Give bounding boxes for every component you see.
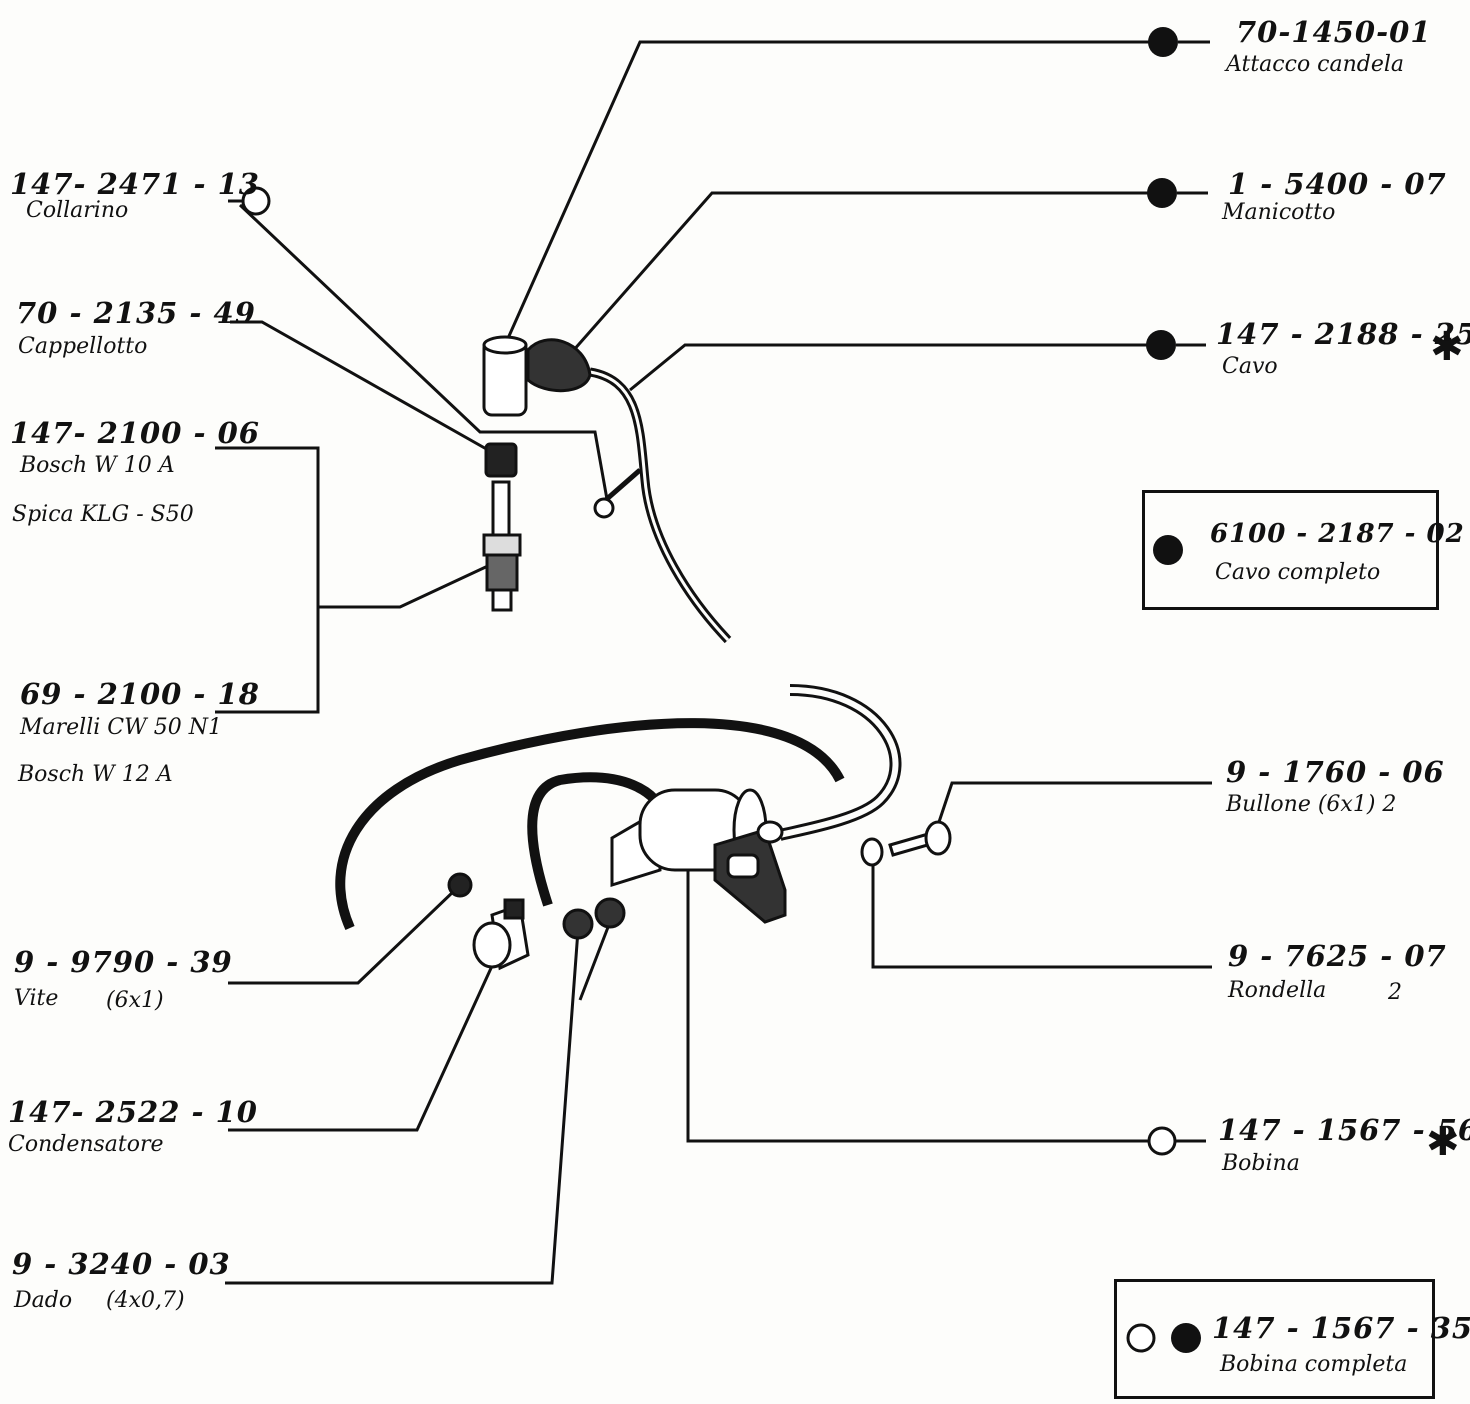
ignition-coil-assembly: [335, 684, 952, 971]
name-bobina-completa: Bobina completa: [1220, 1352, 1408, 1377]
asterisk-cavo: ✱: [1430, 324, 1464, 370]
condenser: [472, 921, 512, 969]
leader-condensatore: [228, 965, 494, 1132]
name-cavo: Cavo: [1222, 354, 1278, 379]
hv-cable-assembly: [482, 335, 732, 644]
box-bobina-completa: [1114, 1279, 1435, 1399]
name-candela-bosch: Bosch W 10 A: [20, 453, 175, 478]
leader-rondella: [871, 858, 1212, 969]
code-manicotto: 1 - 5400 - 07: [1228, 167, 1447, 201]
alt-candela-spica: Spica KLG - S50: [12, 502, 194, 527]
code-vite: 9 - 9790 - 39: [14, 945, 233, 979]
name-vite: Vite: [14, 986, 59, 1011]
leader-attacco-candela: [503, 40, 1152, 346]
sleeve: [526, 338, 592, 393]
code-rondella: 9 - 7625 - 07: [1228, 939, 1447, 973]
leader-dado: [225, 929, 580, 1285]
name-collarino: Collarino: [26, 198, 129, 223]
name-dado: Dado: [14, 1288, 73, 1313]
box-marker-solid-cavo: [1153, 535, 1183, 565]
code-bullone: 9 - 1760 - 06: [1226, 755, 1445, 789]
asterisk-bobina: ✱: [1426, 1119, 1460, 1165]
leader-cappellotto: [230, 320, 498, 457]
qty-rondella: 2: [1388, 980, 1402, 1005]
spec-vite: (6x1): [106, 988, 164, 1013]
washer: [860, 837, 884, 867]
leader-cavo: [629, 343, 1148, 392]
leader-bullone: [935, 781, 1212, 829]
leader-dado-2: [578, 921, 612, 1001]
leader-vite: [228, 888, 457, 985]
alt-candela-bosch-w12a: Bosch W 12 A: [18, 762, 173, 787]
name-bobina: Bobina: [1222, 1151, 1300, 1176]
name-condensatore: Condensatore: [8, 1132, 164, 1157]
box-cavo-completo: [1142, 490, 1439, 610]
name-attacco-candela: Attacco candela: [1226, 52, 1405, 77]
box-marker-open-bobina: [1126, 1323, 1156, 1353]
code-bobina-completa: 147 - 1567 - 35: [1212, 1311, 1470, 1345]
name-rondella: Rondella: [1228, 978, 1327, 1003]
name-cavo-completo: Cavo completo: [1215, 560, 1381, 585]
code-bobina: 147 - 1567 - 56: [1218, 1113, 1470, 1147]
spark-plug: [482, 442, 522, 612]
nut-1: [562, 908, 594, 940]
leader-manicotto: [563, 191, 1150, 361]
marker-solid-cavo: [1146, 330, 1176, 360]
name-manicotto: Manicotto: [1222, 200, 1336, 225]
leader-spark-plug-bracket: [215, 446, 320, 714]
name-bullone: Bullone (6x1) 2: [1226, 792, 1397, 817]
name-candela-marelli: Marelli CW 50 N1: [20, 715, 222, 740]
leader-bobina: [686, 870, 1150, 1143]
name-cappellotto: Cappellotto: [18, 334, 148, 359]
leader-collarino: [238, 203, 610, 506]
code-collarino: 147- 2471 - 13: [10, 167, 260, 201]
code-attacco-candela: 70-1450-01: [1236, 15, 1432, 49]
leader-spark-plug: [318, 563, 491, 609]
spec-dado: (4x0,7): [106, 1288, 185, 1313]
code-candela-bosch: 147- 2100 - 06: [10, 416, 260, 450]
marker-solid-attacco: [1148, 27, 1178, 57]
marker-solid-manicotto: [1147, 178, 1177, 208]
box-marker-solid-bobina: [1171, 1323, 1201, 1353]
marker-open-bobina: [1147, 1126, 1177, 1156]
marker-dots: [228, 27, 1210, 1156]
code-candela-marelli: 69 - 2100 - 18: [20, 677, 260, 711]
nut-2: [594, 897, 626, 929]
asterisk-marks: ✱ ✱: [1426, 324, 1464, 1165]
code-cavo: 147 - 2188 - 25: [1216, 317, 1470, 351]
code-cappellotto: 70 - 2135 - 49: [16, 296, 256, 330]
code-dado: 9 - 3240 - 03: [12, 1247, 231, 1281]
code-cavo-completo: 6100 - 2187 - 02: [1210, 519, 1465, 549]
screw: [447, 872, 473, 898]
code-condensatore: 147- 2522 - 10: [8, 1095, 258, 1129]
